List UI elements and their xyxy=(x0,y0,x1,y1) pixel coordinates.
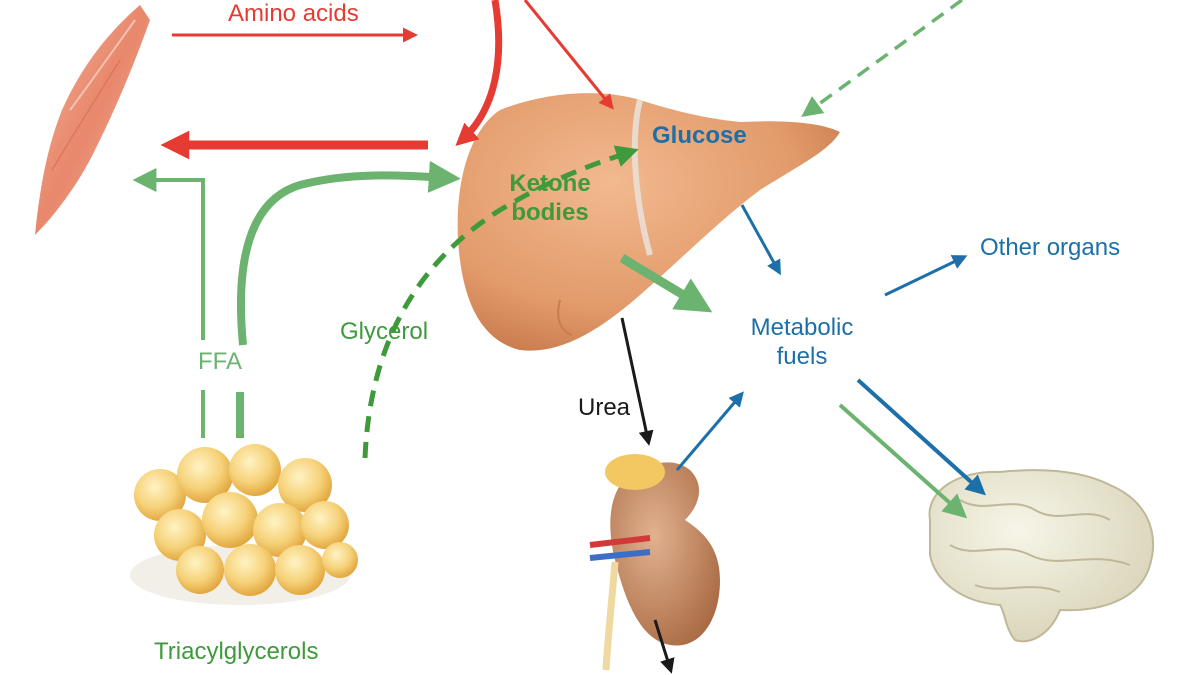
red-curve-to-liver-arrow xyxy=(455,0,503,147)
triacylglycerols-label: Triacylglycerols xyxy=(154,638,319,665)
ffa-to-liver-arrow xyxy=(237,160,461,346)
ffa-label: FFA xyxy=(198,348,243,375)
amino-acid-arrows xyxy=(160,0,614,160)
fuels-to-brain-blue-arrow xyxy=(856,378,986,496)
urea-label: Urea xyxy=(578,394,631,421)
kidney-to-fuels-arrow xyxy=(675,391,744,471)
liver-icon xyxy=(457,93,840,351)
fat-arrows xyxy=(132,0,968,519)
red-diagonal-to-glucose-arrow xyxy=(523,0,614,110)
kidney-icon xyxy=(589,454,720,671)
dashed-top-right-to-glucose-arrow xyxy=(801,0,964,117)
fuels-to-brain-green-arrow xyxy=(838,403,968,519)
kidney-excretion-arrow xyxy=(653,619,675,674)
ketone-bodies-line2: bodies xyxy=(511,198,589,226)
liver-to-kidney-urea-arrow xyxy=(620,317,654,446)
glucose-to-fuels-arrow xyxy=(740,204,781,276)
glycerol-dashed-arrow xyxy=(362,145,639,459)
ffa-to-muscle-arrow xyxy=(132,168,205,340)
other-organs-label: Other organs xyxy=(980,234,1121,261)
amino-acids-label: Amino acids xyxy=(228,0,359,27)
metabolic-fuels-line2: fuels xyxy=(776,342,828,370)
ketone-bodies-label: Ketone bodies xyxy=(500,170,600,228)
adipose-tissue-icon xyxy=(130,444,358,605)
metabolic-fuels-label: Metabolic fuels xyxy=(732,314,872,372)
metabolic-fuels-line1: Metabolic xyxy=(750,314,854,341)
ketone-bodies-line1: Ketone xyxy=(509,170,591,197)
fuel-arrows xyxy=(675,204,986,496)
ketone-to-fuels-arrow xyxy=(619,254,713,313)
muscle-icon xyxy=(35,5,150,235)
glucose-label: Glucose xyxy=(652,122,747,149)
brain-icon xyxy=(928,469,1155,643)
fuels-to-other-organs-arrow xyxy=(884,255,968,297)
glycerol-label: Glycerol xyxy=(340,318,429,345)
urea-arrows xyxy=(620,317,675,674)
